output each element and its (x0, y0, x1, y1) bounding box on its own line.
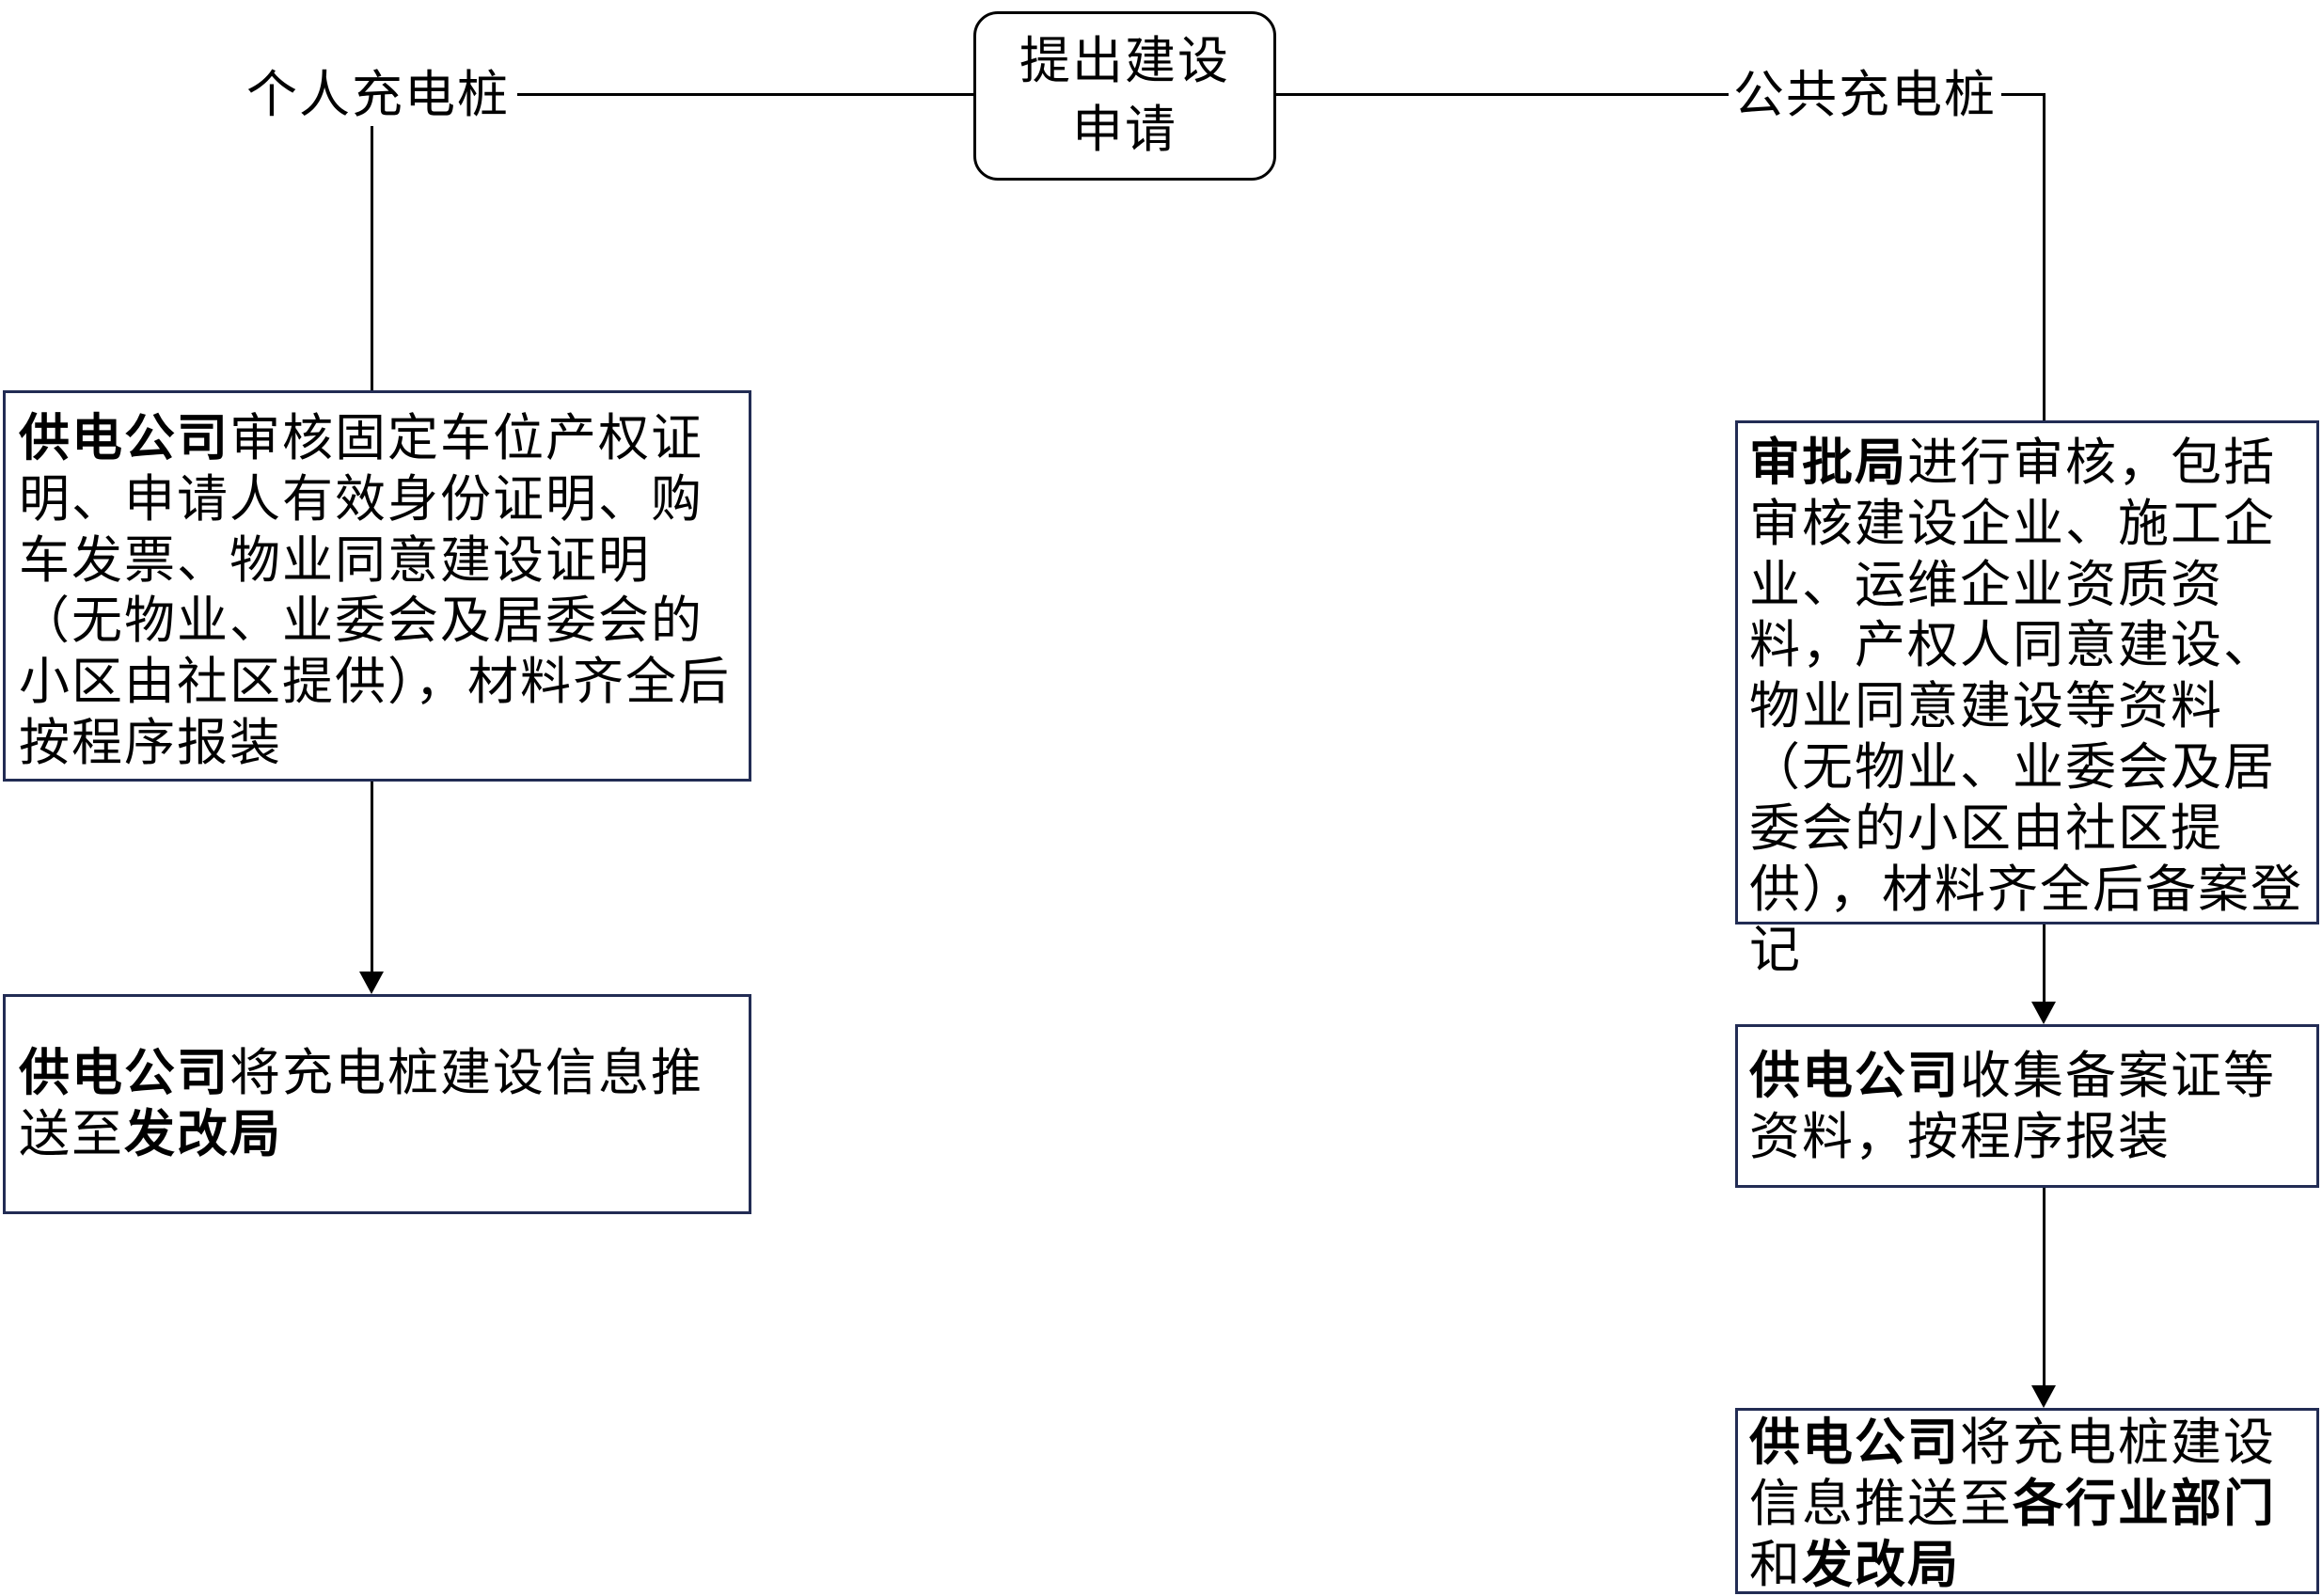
right-step-3-text: 供电公司将充电桩建设信息推送至各行业部门和发改局 (1749, 1414, 2276, 1593)
right-step-2-box: 供电公司收集备案证等资料，按程序报装 (1735, 1024, 2319, 1188)
connector-right-horizontal-2 (2001, 93, 2046, 96)
connector-left-vertical (371, 126, 373, 390)
connector-right-step1-step2 (2043, 924, 2046, 1004)
arrow-down-icon (2031, 1002, 2056, 1024)
branch-label-personal: 个人充电桩 (246, 67, 510, 123)
right-step-2-text: 供电公司收集备案证等资料，按程序报装 (1749, 1048, 2276, 1165)
left-step-2-box: 供电公司将充电桩建设信息推送至发改局 (3, 994, 751, 1214)
connector-left-horizontal (517, 93, 973, 96)
arrow-down-icon (2031, 1385, 2056, 1408)
left-step-2-text: 供电公司将充电桩建设信息推送至发改局 (19, 1045, 703, 1162)
start-box: 提出建设 申请 (973, 11, 1276, 181)
connector-right-vertical (2043, 93, 2046, 420)
connector-right-step2-step3 (2043, 1188, 2046, 1387)
left-step-1-box: 供电公司审核固定车位产权证明、申请人有效身份证明、购车发票、物业同意建设证明（无… (3, 390, 751, 782)
connector-right-horizontal-1 (1276, 93, 1729, 96)
connector-left-step1-step2 (371, 782, 373, 974)
branch-label-public: 公共充电桩 (1733, 67, 1997, 123)
left-step-1-text: 供电公司审核固定车位产权证明、申请人有效身份证明、购车发票、物业同意建设证明（无… (19, 410, 731, 771)
right-step-1-box: 审批局进行审核，包括审核建设企业、施工企业、运维企业资质资料，产权人同意建设、物… (1735, 420, 2319, 978)
right-step-1-text: 审批局进行审核，包括审核建设企业、施工企业、运维企业资质资料，产权人同意建设、物… (1749, 435, 2303, 979)
start-label: 提出建设 申请 (1019, 33, 1230, 158)
right-step-3-box: 供电公司将充电桩建设信息推送至各行业部门和发改局 (1735, 1408, 2319, 1594)
arrow-down-icon (359, 972, 384, 994)
